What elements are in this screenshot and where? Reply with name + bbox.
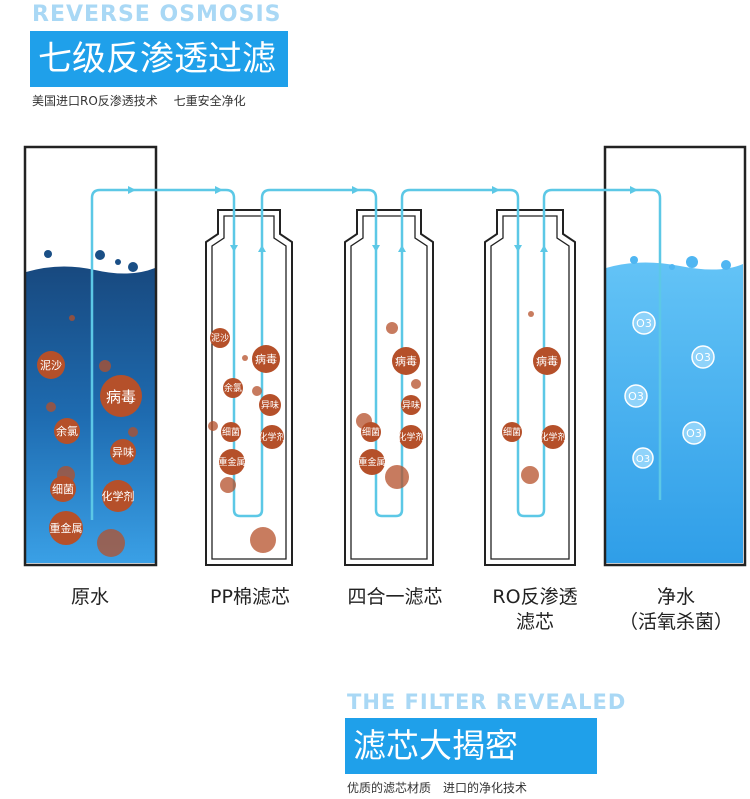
contaminant-chemicals: 化学剂 <box>397 425 425 449</box>
stage-label-pp-filter: PP棉滤芯 <box>210 586 290 608</box>
contaminant-chemicals: 化学剂 <box>102 480 135 512</box>
contaminant-bacteria: 细菌 <box>502 422 522 442</box>
svg-text:重金属: 重金属 <box>358 456 385 468</box>
four-in-one-filter-cartridge <box>344 209 434 566</box>
svg-text:病毒: 病毒 <box>106 388 136 406</box>
contaminant-odor: 异味 <box>401 395 421 415</box>
contaminant-odor: 异味 <box>259 394 281 416</box>
contaminant-bacteria: 细菌 <box>50 476 76 502</box>
svg-text:细菌: 细菌 <box>52 483 74 496</box>
footer-english-title: THE FILTER REVEALED <box>347 690 627 714</box>
svg-text:病毒: 病毒 <box>395 354 417 368</box>
ozone-bubbles: O3 O3 O3 O3 O3 <box>624 311 715 469</box>
contaminant-sediment: 泥沙 <box>210 328 230 348</box>
raw-water-contaminants: 泥沙 病毒 余氯 异味 细菌 化学剂 重金属 <box>37 351 142 545</box>
ozone-bubble: O3 <box>632 311 656 335</box>
contaminant-bacteria: 细菌 <box>221 422 241 442</box>
svg-text:重金属: 重金属 <box>50 521 83 535</box>
contaminant-sediment: 泥沙 <box>37 351 65 379</box>
footer-chinese-title: 滤芯大揭密 <box>345 718 597 774</box>
contaminant-chlorine: 余氯 <box>54 418 80 444</box>
svg-text:O3: O3 <box>636 454 650 465</box>
ozone-bubble: O3 <box>691 345 715 369</box>
contaminant-bacteria: 细菌 <box>361 422 381 442</box>
four-in-one-contaminants: 病毒 异味 细菌 化学剂 重金属 <box>358 347 425 475</box>
svg-text:泥沙: 泥沙 <box>211 333 229 344</box>
svg-text:化学剂: 化学剂 <box>102 489 135 503</box>
clean-water-tank <box>603 145 747 567</box>
ro-contaminants: 病毒 细菌 化学剂 <box>502 347 567 449</box>
svg-text:异味: 异味 <box>261 399 279 411</box>
contaminant-chemicals: 化学剂 <box>539 425 567 449</box>
header-subtitle: 美国进口RO反渗透技术 七重安全净化 <box>32 94 246 108</box>
stage-label-clean-water: 净水 （活氧杀菌） <box>618 586 733 633</box>
contaminant-heavy-metal: 重金属 <box>49 511 83 545</box>
svg-text:细菌: 细菌 <box>362 426 380 438</box>
svg-text:化学剂: 化学剂 <box>258 431 285 443</box>
stage-label-raw-water: 原水 <box>70 586 109 608</box>
contaminant-virus: 病毒 <box>100 375 142 417</box>
svg-text:余氯: 余氯 <box>56 424 78 438</box>
svg-text:异味: 异味 <box>402 399 420 411</box>
particle-dots <box>46 311 539 557</box>
svg-text:O3: O3 <box>628 390 644 403</box>
water-flow-line <box>90 188 662 520</box>
svg-text:化学剂: 化学剂 <box>539 431 566 443</box>
contaminant-virus: 病毒 <box>533 347 561 375</box>
contaminant-odor: 异味 <box>110 439 136 465</box>
stage-label-ro-filter: RO反渗透 滤芯 <box>492 586 578 633</box>
svg-text:异味: 异味 <box>112 446 134 459</box>
contaminant-chlorine: 余氯 <box>223 378 243 398</box>
contaminant-heavy-metal: 重金属 <box>218 449 246 475</box>
svg-text:O3: O3 <box>686 427 702 440</box>
filtration-diagram: 泥沙 病毒 余氯 异味 细菌 化学剂 重金属 泥沙 病毒 余氯 异味 细菌 化学… <box>23 145 747 567</box>
svg-text:余氯: 余氯 <box>224 382 242 394</box>
svg-text:细菌: 细菌 <box>222 426 240 438</box>
contaminant-heavy-metal: 重金属 <box>358 449 386 475</box>
ozone-bubble: O3 <box>624 384 648 408</box>
stage-label-four-in-one: 四合一滤芯 <box>347 586 443 608</box>
svg-text:O3: O3 <box>695 351 711 364</box>
svg-text:重金属: 重金属 <box>218 456 245 468</box>
contaminant-virus: 病毒 <box>252 345 280 373</box>
footer-subtitle: 优质的滤芯材质 进口的净化技术 <box>347 781 528 795</box>
flow-arrows <box>128 186 638 252</box>
svg-text:细菌: 细菌 <box>503 426 521 438</box>
ro-filter-cartridge <box>484 209 576 566</box>
pp-filter-cartridge <box>205 209 293 566</box>
svg-text:病毒: 病毒 <box>536 354 558 368</box>
header-english-title: REVERSE OSMOSIS <box>32 2 282 27</box>
header-chinese-title: 七级反渗透过滤 <box>30 31 288 87</box>
ozone-bubble: O3 <box>682 421 706 445</box>
pp-filter-contaminants: 泥沙 病毒 余氯 异味 细菌 化学剂 重金属 <box>210 328 286 475</box>
svg-text:泥沙: 泥沙 <box>40 359 62 372</box>
contaminant-chemicals: 化学剂 <box>258 425 286 449</box>
svg-text:O3: O3 <box>636 317 652 330</box>
ozone-bubble: O3 <box>632 447 654 469</box>
svg-text:病毒: 病毒 <box>255 352 277 366</box>
contaminant-virus: 病毒 <box>392 347 420 375</box>
svg-text:化学剂: 化学剂 <box>397 431 424 443</box>
